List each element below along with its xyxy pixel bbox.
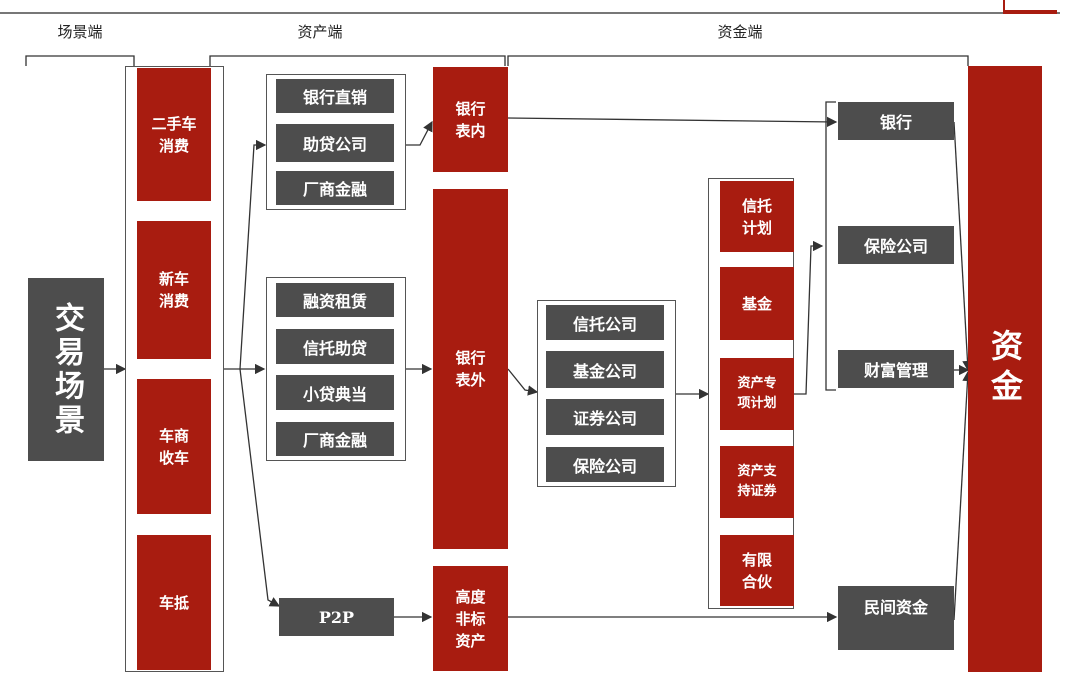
product-trust-plan-label: 信托 计划 [741,196,772,237]
asset-bank-direct: 银行直销 [276,79,394,113]
scene-dealer-label: 车商 收车 [158,426,189,467]
scene-used-car-label: 二手车 消费 [151,114,197,155]
bracket-funders [825,101,836,391]
header-scene: 场景端 [57,23,103,41]
funder-wealth-mgmt: 财富管理 [838,350,954,388]
line-to-p2p [239,368,281,607]
funder-bank: 银行 [838,102,954,140]
inst-fund: 基金公司 [546,351,664,388]
scene-new-car: 新车 消费 [137,221,211,359]
scene-car-mortgage: 车抵 [137,535,211,670]
scene-new-car-label: 新车 消费 [158,270,189,310]
bank-off-balance-label: 银行 表外 [455,349,486,389]
top-right-marker [1003,0,1057,14]
brace-funding [507,55,969,66]
header-funding: 资金端 [717,23,763,41]
product-fund: 基金 [720,267,794,340]
scene-dealer: 车商 收车 [137,379,211,514]
product-limited-partnership: 有限 合伙 [720,535,794,606]
product-fund-label: 基金 [741,294,772,313]
asset-trust-loan: 信托助贷 [276,329,394,364]
capital-box: 资金 [968,66,1042,672]
nonstandard-assets: 高度 非标 资产 [433,566,508,671]
inst-securities: 证券公司 [546,399,664,435]
funder-private: 民间资金 [838,586,954,650]
brace-scene [25,55,135,66]
bank-off-balance: 银行 表外 [433,189,508,549]
line-direct-to-on [406,120,433,146]
asset-oem-finance-2: 厂商金融 [276,422,394,456]
scene-used-car: 二手车 消费 [137,68,211,201]
scene-car-mortgage-label: 车抵 [158,593,189,612]
line-products-to-funders [794,240,824,395]
line-funders-to-capital-3 [953,370,973,621]
line-funders-to-capital [953,121,973,372]
asset-microloan-pawn: 小贷典当 [276,375,394,410]
product-abs-label: 资产支 持证券 [737,464,777,499]
top-border [0,0,1060,14]
asset-oem-finance: 厂商金融 [276,171,394,205]
inst-trust: 信托公司 [546,305,664,340]
trade-scene-box: 交易场景 [28,278,104,461]
asset-loan-agent: 助贷公司 [276,124,394,162]
product-special-asset-plan-label: 资产专 项计划 [737,376,777,411]
line-off-to-inst [507,368,539,396]
header-asset: 资产端 [297,23,343,41]
line-on-to-bank [507,116,838,128]
bank-on-balance-label: 银行 表内 [455,99,486,140]
brace-asset [209,55,506,66]
bank-on-balance: 银行 表内 [433,67,508,172]
asset-p2p: P2P [279,598,394,636]
product-limited-partnership-label: 有限 合伙 [741,550,772,591]
asset-finance-lease: 融资租赁 [276,283,394,317]
product-abs: 资产支 持证券 [720,446,794,518]
inst-insurance: 保险公司 [546,447,664,482]
funder-insurance: 保险公司 [838,226,954,264]
product-trust-plan: 信托 计划 [720,181,794,252]
product-special-asset-plan: 资产专 项计划 [720,358,794,430]
line-to-direct [239,139,267,370]
nonstandard-assets-label: 高度 非标 资产 [455,587,486,650]
